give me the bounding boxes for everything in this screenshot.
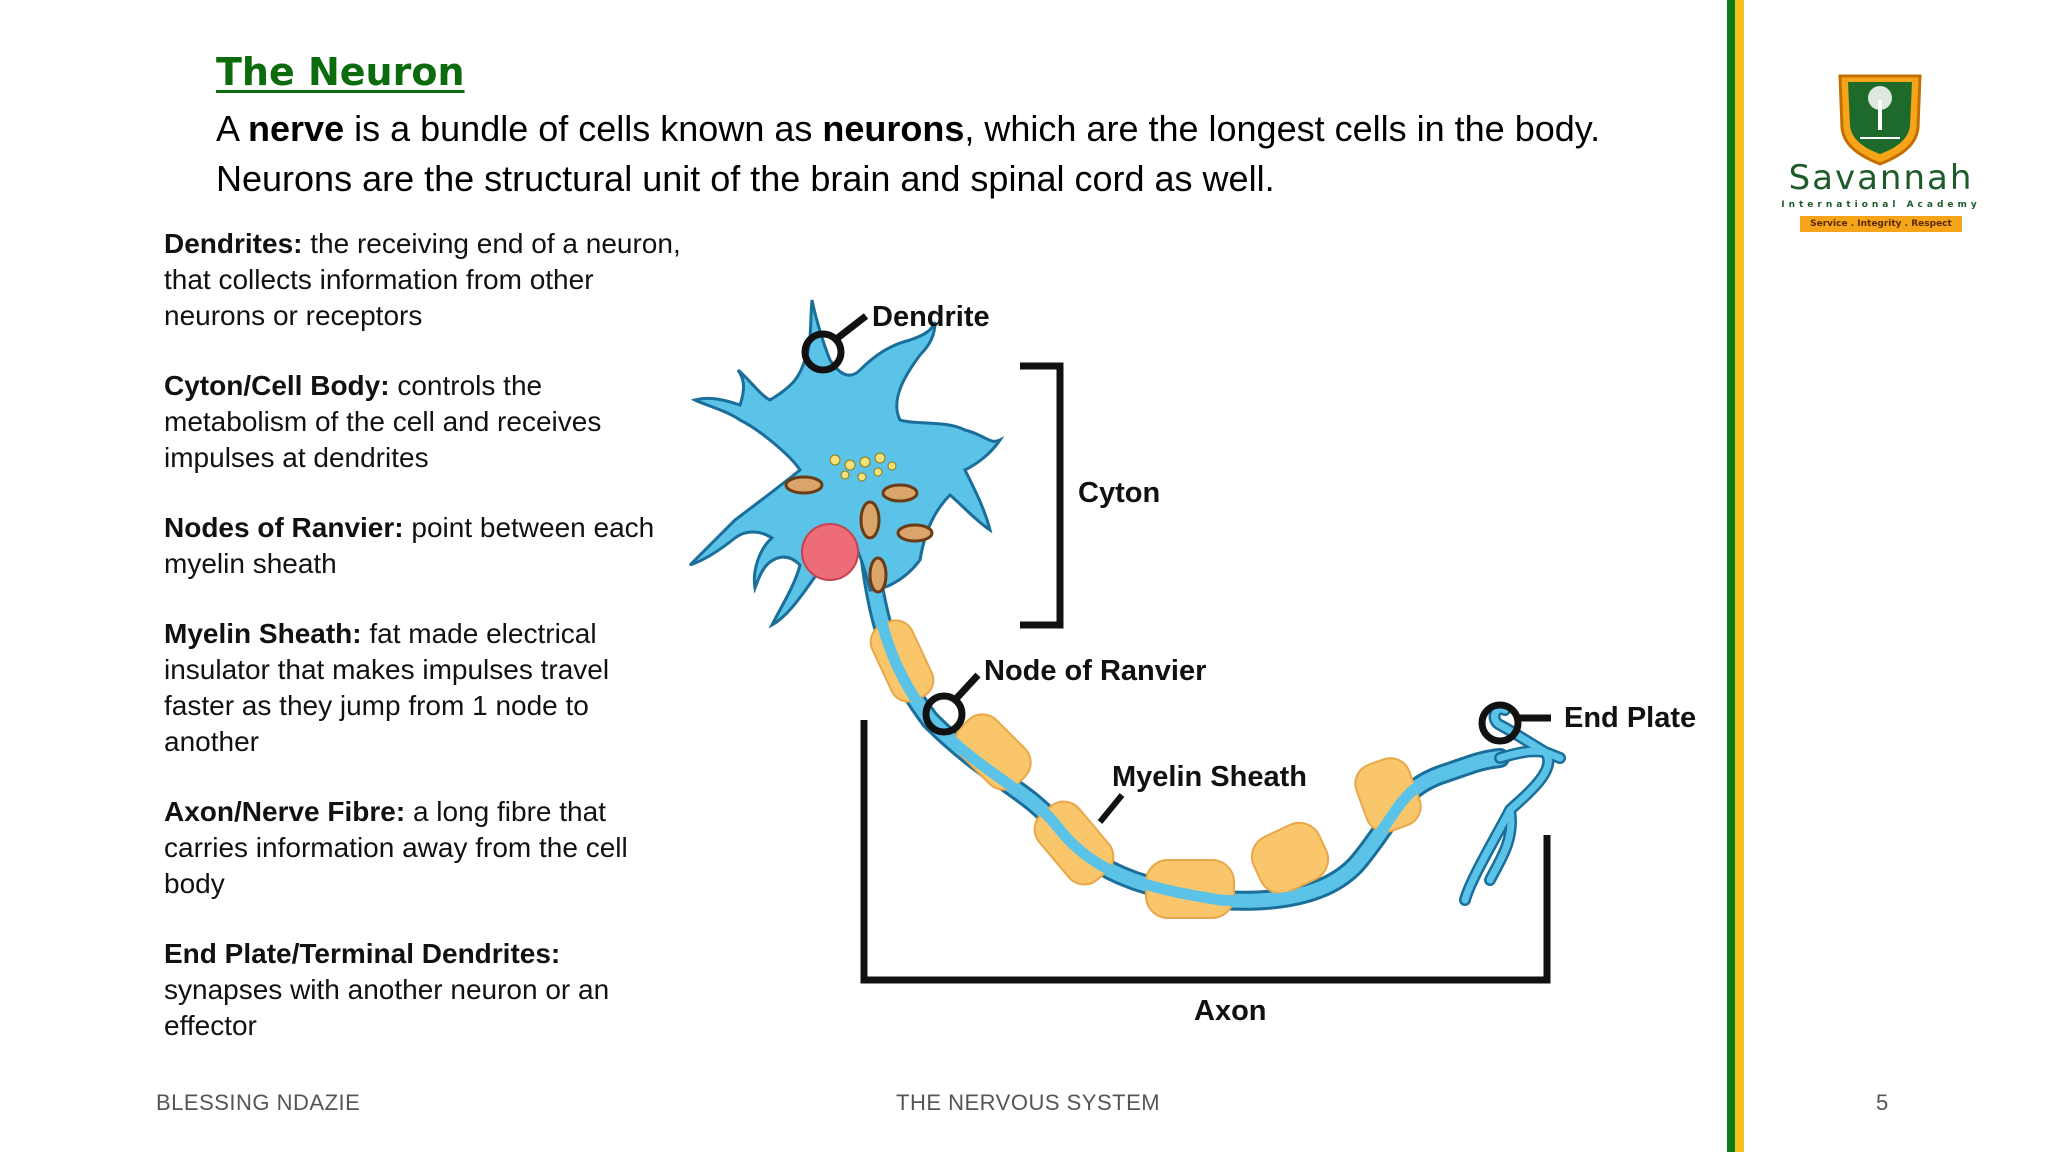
intro-line-2: Neurons are the structural unit of the b… [216,158,1275,199]
logo-motto: Service . Integrity . Respect [1800,216,1962,232]
footer-page-number: 5 [1876,1090,1889,1115]
definition-item: End Plate/Terminal Dendrites: synapses w… [164,938,610,1041]
label-cyton: Cyton [1078,477,1160,509]
intro-line-1: A nerve is a bundle of cells known as ne… [216,108,1601,149]
label-node-of-ranvier: Node of Ranvier [984,655,1206,687]
end-plate-marker [1478,701,1551,745]
logo-name: Savannah [1788,158,1974,198]
node-of-ranvier-marker [922,672,981,736]
definition-item: Axon/Nerve Fibre: a long fibre that carr… [164,796,628,899]
label-dendrite: Dendrite [872,301,990,333]
definition-item: Myelin Sheath: fat made electrical insul… [164,618,610,757]
accent-bar-yellow [1735,0,1744,1152]
footer-author: BLESSING NDAZIE [156,1090,361,1115]
school-logo-crest [1838,74,1922,166]
definition-item: Dendrites: the receiving end of a neuron… [164,228,681,331]
intro-text: A nerve is a bundle of cells known as ne… [216,104,1736,204]
cell-body [688,299,1005,629]
accent-bar-green [1727,0,1735,1152]
nucleus [801,523,859,581]
label-myelin-sheath: Myelin Sheath [1112,761,1307,793]
dendrite-marker [801,313,869,374]
logo-subtitle: International Academy [1781,200,1981,210]
label-axon: Axon [1194,995,1267,1027]
footer-topic: THE NERVOUS SYSTEM [896,1090,1161,1115]
definition-item: Cyton/Cell Body: controls the metabolism… [164,370,602,473]
slide-title: The Neuron [216,50,465,94]
label-end-plate: End Plate [1564,702,1696,734]
neuron-diagram: Dendrite Cyton Node of Ranvier Myelin Sh… [688,299,1696,1027]
definitions-list: Dendrites: the receiving end of a neuron… [164,226,684,1078]
mitochondria [784,475,934,594]
definition-item: Nodes of Ranvier: point between each mye… [164,512,655,579]
axon-bracket [860,720,1551,984]
cyton-bracket [1020,362,1064,629]
